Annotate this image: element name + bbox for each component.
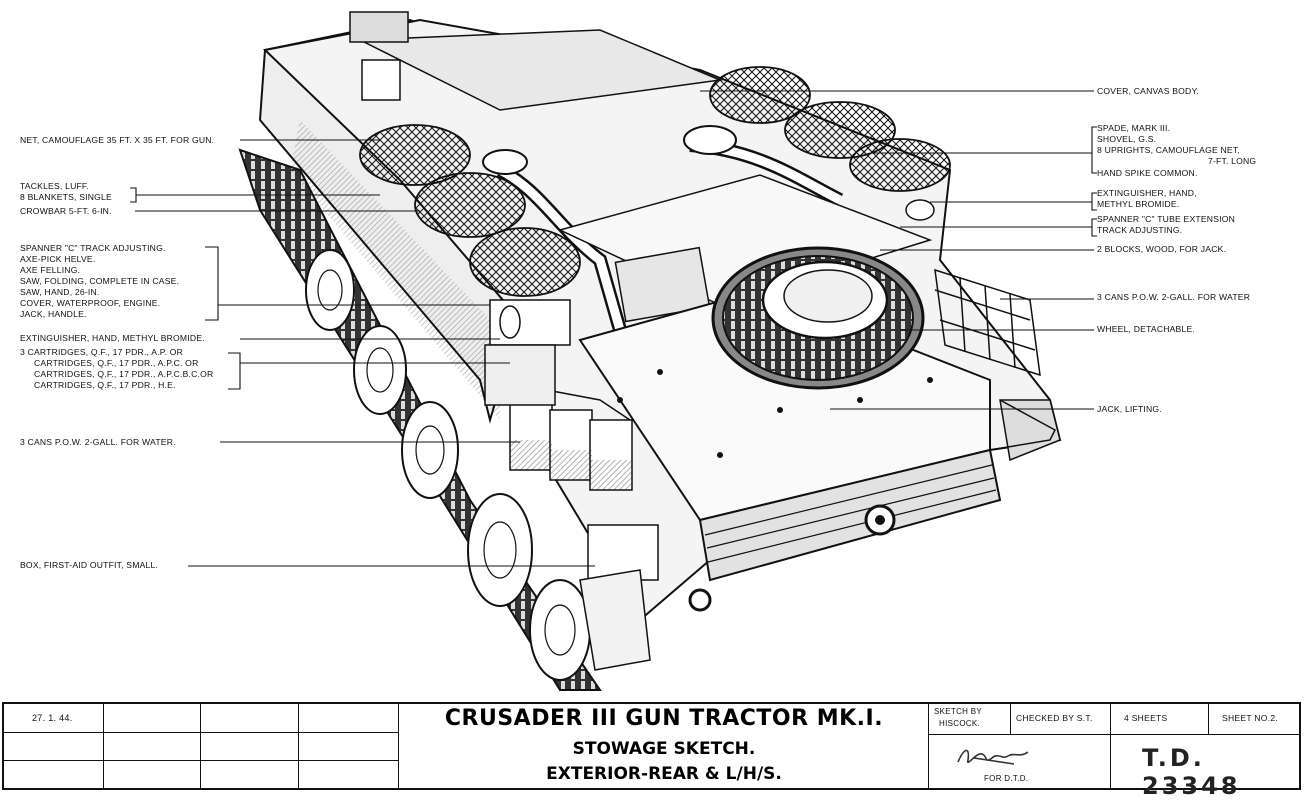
label-crowbar: CROWBAR 5-FT. 6-IN.	[20, 206, 112, 216]
sketch-by-name: HISCOCK.	[939, 719, 981, 728]
label-wheel-detachable: WHEEL, DETACHABLE.	[1097, 324, 1195, 334]
label-extinguisher-left: EXTINGUISHER, HAND, METHYL BROMIDE.	[20, 333, 205, 343]
label-methyl-bromide: METHYL BROMIDE.	[1097, 199, 1180, 209]
label-saw-folding: SAW, FOLDING, COMPLETE IN CASE.	[20, 276, 180, 286]
label-cover-engine: COVER, WATERPROOF, ENGINE.	[20, 298, 161, 308]
label-cartridges-apcbc: CARTRIDGES, Q.F., 17 PDR., A.P.C.B.C.OR	[34, 369, 214, 379]
label-extinguisher-right: EXTINGUISHER, HAND,	[1097, 188, 1197, 198]
revision-cell-2	[104, 704, 201, 788]
label-uprights: 8 UPRIGHTS, CAMOUFLAGE NET,	[1097, 145, 1240, 155]
label-saw-hand: SAW, HAND, 26-IN.	[20, 287, 100, 297]
label-blankets: 8 BLANKETS, SINGLE	[20, 192, 112, 202]
label-cover-canvas: COVER, CANVAS BODY.	[1097, 86, 1199, 96]
label-axe-felling: AXE FELLING.	[20, 265, 81, 275]
revision-cell-1	[4, 704, 104, 788]
label-jack-handle: JACK, HANDLE.	[20, 309, 87, 319]
revision-cell-3	[201, 704, 299, 788]
label-spanner-tube: SPANNER "C" TUBE EXTENSION	[1097, 214, 1236, 224]
technical-drawing: NET, CAMOUFLAGE 35 FT. x 35 FT. FOR GUN.…	[20, 11, 1257, 691]
label-spade: SPADE, MARK III.	[1097, 123, 1171, 133]
label-shovel: SHOVEL, G.S.	[1097, 134, 1157, 144]
vehicle-illustration	[130, 11, 1097, 691]
label-water-cans-right: 3 CANS P.O.W. 2-GALL. FOR WATER	[1097, 292, 1251, 302]
label-tackles-luff: TACKLES, LUFF.	[20, 181, 90, 191]
drawing-title: CRUSADER III GUN TRACTOR MK.I.	[444, 706, 884, 731]
label-camouflage-net: NET, CAMOUFLAGE 35 FT. x 35 FT. FOR GUN.	[20, 135, 215, 145]
label-water-cans-left: 3 CANS P.O.W. 2-GALL. FOR WATER.	[20, 437, 176, 447]
revision-cell-4	[299, 704, 399, 788]
drawing-date: 27. 1. 44.	[32, 713, 73, 723]
label-first-aid-box: BOX, FIRST-AID OUTFIT, SMALL.	[20, 560, 159, 570]
label-wood-blocks: 2 BLOCKS, WOOD, FOR JACK.	[1097, 244, 1227, 254]
checked-by: CHECKED BY S.T.	[1016, 713, 1093, 723]
label-cartridges-he: CARTRIDGES, Q.F., 17 PDR., H.E.	[34, 380, 176, 390]
label-cartridges-apc: CARTRIDGES, Q.F., 17 PDR., A.P.C. OR	[34, 358, 199, 368]
title-block: 27. 1. 44. CRUSADER III GUN TRACTOR MK.I…	[2, 702, 1301, 800]
sheet-count: 4 SHEETS	[1124, 713, 1168, 723]
label-jack-lifting: JACK, LIFTING.	[1097, 404, 1162, 414]
label-axe-pick-helve: AXE-PICK HELVE.	[20, 254, 96, 264]
drawing-subtitle: STOWAGE SKETCH.	[572, 739, 756, 759]
signature	[957, 749, 1029, 765]
sheet-number: SHEET No.2.	[1222, 713, 1279, 723]
label-cartridges-ap: 3 CARTRIDGES, Q.F., 17 PDR., A.P. OR	[20, 347, 184, 357]
for-dtd: FOR D.T.D.	[984, 774, 1029, 783]
label-uprights-length: 7-FT. LONG	[1208, 156, 1257, 166]
drawing-view: EXTERIOR-REAR & L/H/S.	[546, 764, 782, 784]
label-hand-spike: HAND SPIKE COMMON.	[1097, 168, 1198, 178]
sketch-by-label: SKETCH BY	[934, 707, 983, 716]
label-track-adjusting: TRACK ADJUSTING.	[1097, 225, 1183, 235]
label-spanner-track: SPANNER "C" TRACK ADJUSTING.	[20, 243, 166, 253]
